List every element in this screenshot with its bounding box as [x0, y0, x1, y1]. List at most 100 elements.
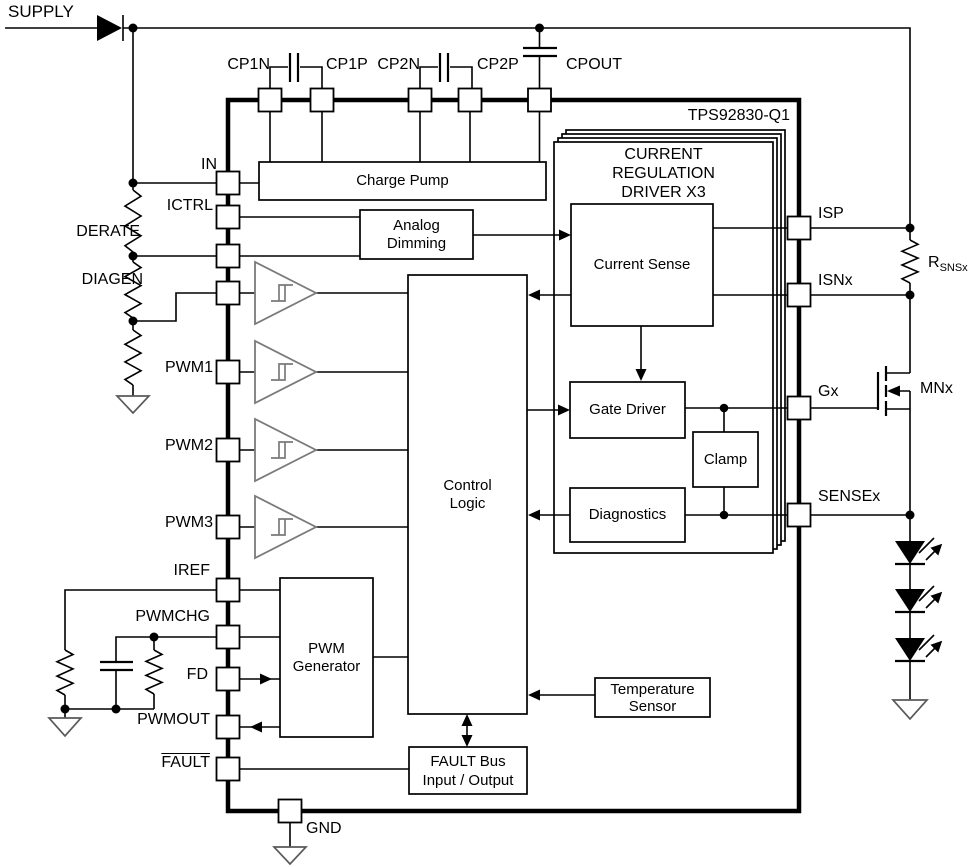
capacitor-icon: [523, 46, 557, 58]
pin-label-cp1n: CP1N: [227, 56, 270, 73]
control-logic-label: Control Logic: [443, 476, 492, 512]
sense-resistor-subscript: SNSx: [939, 262, 968, 275]
pin-isp: [786, 215, 812, 241]
pin-label-in: IN: [201, 156, 217, 173]
fault-bus-box: [408, 746, 528, 795]
pin-label-gnd: GND: [306, 820, 342, 837]
pin-label-iref: IREF: [173, 562, 210, 579]
charge-pump-pin-stubs: [269, 111, 541, 162]
pin-label-pwmout: PWMOUT: [137, 711, 210, 728]
pin-cpout: [527, 87, 552, 113]
analog-dimming-label: Analog Dimming: [386, 216, 447, 252]
pin-gnd: [277, 798, 303, 824]
pin-label-diagen: DIAGEN: [81, 271, 143, 288]
resistor-icon: [899, 239, 921, 284]
control-logic-box: [407, 274, 528, 715]
ground-icon: [891, 699, 929, 721]
pwm-generator-wires: [239, 589, 409, 770]
pin-gx: [786, 395, 812, 421]
junction-dots: [60, 23, 915, 714]
pin-label-cpout: CPOUT: [566, 56, 622, 73]
capacitor-icon: [100, 660, 133, 672]
pin-derate: [215, 243, 241, 269]
charge-pump-capacitors: [269, 28, 557, 89]
pin-label-cp1p: CP1P: [326, 56, 368, 73]
resistor-icon: [55, 649, 75, 696]
pin-pwm2: [215, 437, 241, 463]
ground-icon: [47, 717, 83, 738]
pin-label-pwmchg: PWMCHG: [135, 608, 210, 625]
pin-label-cp2n: CP2N: [377, 56, 420, 73]
sense-resistor-symbol: R: [928, 254, 940, 271]
pin-label-pwm2: PWM2: [165, 437, 213, 454]
clamp-box: [692, 431, 759, 488]
pin-iref: [215, 577, 241, 603]
diagnostics-box: [569, 487, 686, 543]
pin-fd: [215, 666, 241, 692]
pin-label-fd: FD: [186, 666, 208, 683]
ground-icon: [115, 395, 151, 415]
current-sense-box: [570, 203, 714, 327]
led-icon: [895, 638, 925, 661]
pin-pwmchg: [215, 624, 241, 650]
pin-cp2p: [457, 87, 483, 113]
resistor-icon: [144, 649, 164, 695]
capacitor-icon: [288, 53, 300, 82]
gate-driver-label: Gate Driver: [589, 401, 666, 418]
chip-title: TPS92830-Q1: [687, 107, 790, 124]
pin-cp2n: [407, 87, 433, 113]
pin-label-pwm3: PWM3: [165, 514, 213, 531]
pin-pwm1: [215, 359, 241, 385]
supply-rail: [5, 15, 911, 228]
sense-resistor-branch: [810, 227, 921, 296]
charge-pump-label: Charge Pump: [356, 172, 449, 189]
pin-label-derate: DERATE: [76, 223, 140, 240]
pin-label-cp2p: CP2P: [477, 56, 519, 73]
pin-ictrl: [215, 204, 241, 230]
pwm-generator-label: PWM Generator: [292, 639, 361, 675]
input-divider-network: [115, 28, 217, 415]
schmitt-buffers: [239, 260, 408, 560]
pin-pwm3: [215, 514, 241, 540]
resistor-icon: [123, 261, 143, 319]
ground-icon: [272, 846, 308, 866]
supply-label: SUPPLY: [8, 2, 74, 21]
pin-fault: [215, 756, 241, 782]
pin-label-gx: Gx: [818, 383, 839, 400]
current-sense-label: Current Sense: [593, 256, 691, 273]
temperature-sensor-box: [594, 677, 711, 718]
pin-label-pwm1: PWM1: [165, 359, 213, 376]
iref-pwmchg-network: [47, 589, 217, 738]
pin-cp1n: [257, 87, 283, 113]
pin-sensex: [786, 502, 812, 528]
pin-label-isnx: ISNx: [818, 272, 853, 289]
pin-pwmout: [215, 714, 241, 740]
pins: [215, 87, 812, 824]
pin-label-isp: ISP: [818, 205, 844, 222]
gnd-wire: [272, 822, 308, 866]
pin-cp1p: [309, 87, 335, 113]
pin-label-sensex: SENSEx: [818, 488, 881, 505]
pin-in: [215, 170, 241, 196]
pin-isnx: [786, 282, 812, 308]
led-icon: [895, 541, 925, 564]
driver-stack-label: CURRENT REGULATION DRIVER X3: [612, 146, 715, 201]
led-icon: [895, 589, 925, 612]
mosfet-label: MNx: [920, 380, 953, 397]
resistor-icon: [123, 189, 143, 253]
internal-signal-wires: [373, 227, 788, 747]
led-string: [810, 514, 941, 721]
pin-label-fault: FAULT: [161, 754, 210, 771]
pwm-generator-box: [279, 577, 374, 738]
capacitor-icon: [438, 53, 450, 82]
analog-dimming-box: [359, 209, 474, 260]
pin-label-ictrl: ICTRL: [166, 197, 213, 214]
pin-diagen: [215, 280, 241, 306]
temperature-sensor-label: Temperature Sensor: [610, 680, 695, 715]
in-ictrl-derate-wires: [239, 182, 360, 257]
mosfet: [810, 295, 911, 515]
resistor-icon: [123, 329, 143, 386]
diagnostics-label: Diagnostics: [588, 506, 667, 523]
